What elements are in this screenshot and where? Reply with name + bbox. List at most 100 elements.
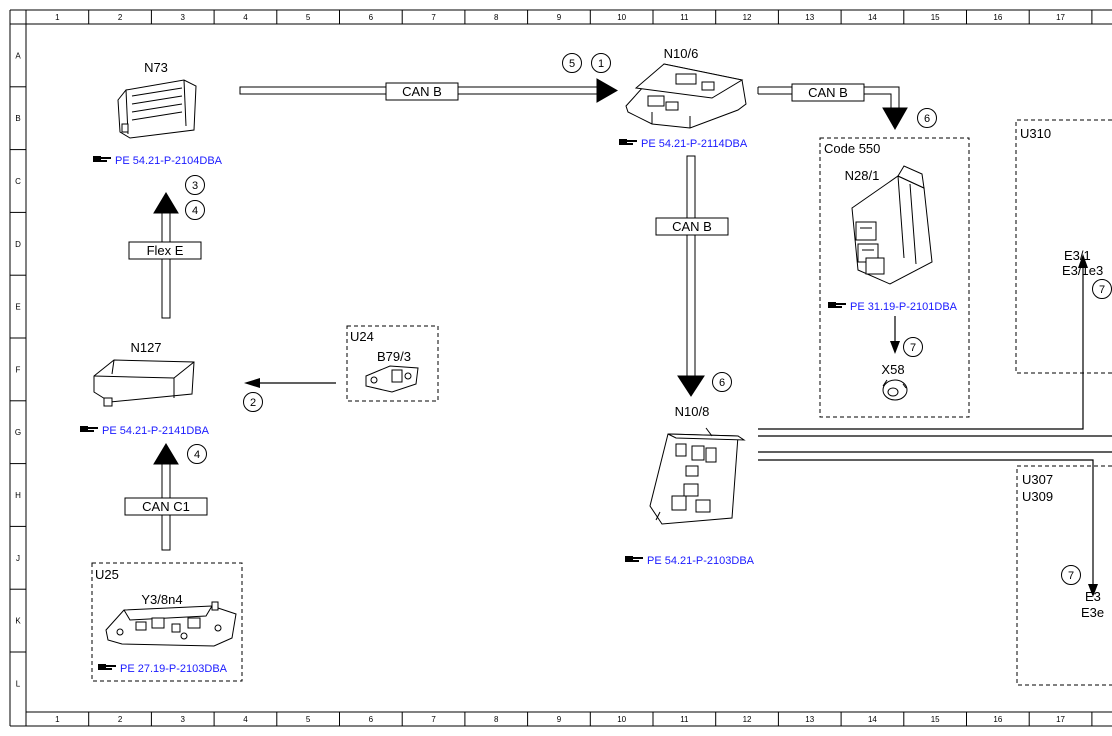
group-label-u310: U310 [1020, 126, 1051, 141]
group-box-u307 [1016, 465, 1112, 686]
label-e3e: E3e [1081, 605, 1104, 620]
n10-8-module-drawing [649, 427, 746, 525]
reference-pointers: PE 54.21-P-2104DBA PE 54.21-P-2114DBA PE… [80, 138, 958, 675]
callout-3: 3 [185, 175, 205, 195]
callout-4: 4 [187, 444, 207, 464]
signal-arrowheads [244, 254, 1098, 597]
bus-bars [153, 78, 908, 551]
pointing-hand-icon [828, 302, 846, 308]
diagram-frame [9, 9, 1112, 727]
pointing-hand-icon [619, 139, 637, 145]
grid-column-label: 14 [868, 715, 877, 724]
svg-text:6: 6 [719, 377, 725, 389]
arrow-flex-e [153, 192, 179, 214]
label-e3-1: E3/1 [1064, 248, 1091, 263]
callout-7: 7 [1061, 565, 1081, 585]
svg-text:5: 5 [569, 58, 575, 70]
callout-6: 6 [917, 108, 937, 128]
grid-column-label: 3 [181, 715, 186, 724]
group-box-u24 [346, 325, 439, 402]
grid-row-label: A [15, 51, 21, 60]
grid-column-label: 7 [431, 13, 436, 22]
grid-column-label: 2 [118, 13, 123, 22]
group-label-code550: Code 550 [824, 141, 880, 156]
b79-3-sensor-drawing [365, 365, 419, 393]
grid-column-label: 12 [743, 13, 752, 22]
group-box-u25 [91, 562, 243, 682]
n28-1-label: N28/1 [845, 168, 880, 183]
grid-column-label: 11 [680, 13, 689, 22]
grid-row-label: C [15, 177, 21, 186]
group-boxes [91, 119, 1112, 686]
y3-8n4-label: Y3/8n4 [141, 592, 182, 607]
grid-column-label: 6 [369, 715, 374, 724]
callouts: 5 1 6 3 4 2 6 7 4 7 7 [185, 53, 1112, 585]
grid-row-label: J [16, 554, 20, 563]
n127-label: N127 [130, 340, 161, 355]
n28-1-module-drawing [851, 165, 933, 285]
grid-row-label: G [15, 428, 21, 437]
grid-column-label: 15 [931, 715, 940, 724]
grid-row-label: E [15, 303, 20, 312]
grid-column-label: 13 [805, 13, 814, 22]
grid-column-label: 1 [55, 13, 60, 22]
grid-labels: 1122334455667788991010111112121313141415… [15, 13, 1066, 724]
pointing-hand-icon [98, 664, 116, 670]
grid-column-label: 5 [306, 13, 311, 22]
grid-column-label: 14 [868, 13, 877, 22]
svg-text:6: 6 [924, 113, 930, 125]
grid-column-label: 2 [118, 715, 123, 724]
n73-ref: PE 54.21-P-2104DBA [115, 155, 223, 167]
grid-column-label: 8 [494, 715, 499, 724]
grid-column-label: 10 [617, 715, 626, 724]
bus-flex-e [161, 212, 171, 319]
b79-3-label: B79/3 [377, 349, 411, 364]
grid-column-label: 15 [931, 13, 940, 22]
callout-7: 7 [1092, 279, 1112, 299]
grid-column-label: 9 [557, 13, 562, 22]
grid-column-label: 12 [743, 715, 752, 724]
label-e3-1e3: E3/1e3 [1062, 263, 1103, 278]
n73-module-drawing [117, 79, 197, 139]
n10-8-ref: PE 54.21-P-2103DBA [647, 555, 755, 567]
callout-7: 7 [903, 337, 923, 357]
svg-text:4: 4 [194, 449, 200, 461]
grid-column-label: 16 [993, 13, 1002, 22]
y3-8n4-ref: PE 27.19-P-2103DBA [120, 663, 228, 675]
group-box-code550 [819, 137, 970, 418]
svg-text:7: 7 [1068, 570, 1074, 582]
group-label-u307: U307 [1022, 472, 1053, 487]
grid-column-label: 1 [55, 715, 60, 724]
arrow-can-b-top [596, 78, 619, 103]
y3-8n4-unit-drawing [105, 601, 237, 647]
signal-lines [258, 268, 1112, 585]
callout-2: 2 [243, 392, 263, 412]
grid-column-label: 6 [369, 13, 374, 22]
grid-column-label: 3 [181, 13, 186, 22]
svg-text:4: 4 [192, 205, 198, 217]
x58-connector-drawing [882, 379, 908, 401]
bus-label-can-b-top: CAN B [402, 84, 442, 99]
grid-column-label: 5 [306, 715, 311, 724]
group-label-u24: U24 [350, 329, 374, 344]
grid-column-label: 17 [1056, 715, 1065, 724]
n28-1-ref: PE 31.19-P-2101DBA [850, 301, 958, 313]
grid-column-label: 4 [243, 715, 248, 724]
n127-module-drawing [93, 359, 195, 407]
arrow-can-b-right [882, 107, 908, 131]
x58-label: X58 [881, 362, 904, 377]
label-e3: E3 [1085, 589, 1101, 604]
bus-can-b-vertical [686, 155, 696, 377]
pointing-hand-icon [93, 156, 111, 162]
n10-6-label: N10/6 [664, 46, 699, 61]
bus-label-can-b-vertical: CAN B [672, 219, 712, 234]
grid-column-label: 11 [680, 715, 689, 724]
svg-text:7: 7 [910, 342, 916, 354]
callout-4: 4 [185, 200, 205, 220]
svg-text:1: 1 [598, 58, 604, 70]
bus-label-boxes [124, 82, 865, 516]
n10-6-module-drawing [625, 63, 747, 129]
grid-column-label: 10 [617, 13, 626, 22]
group-box-u310 [1015, 119, 1112, 374]
